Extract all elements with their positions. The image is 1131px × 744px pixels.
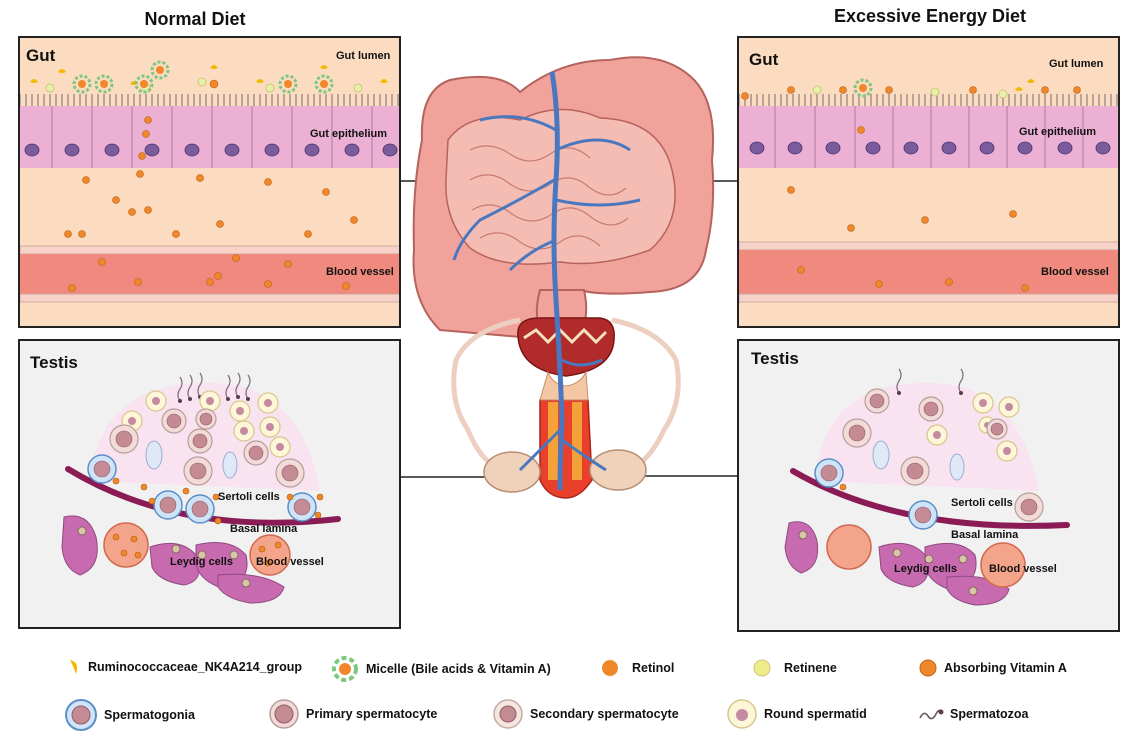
secondary-spermatocyte-icon bbox=[493, 699, 523, 729]
legend-label: Retinene bbox=[784, 661, 837, 675]
leydig-cells-label: Leydig cells bbox=[170, 556, 233, 568]
sertoli-cells-label: Sertoli cells bbox=[951, 497, 1013, 509]
gut-epithelium-label: Gut epithelium bbox=[310, 128, 387, 140]
legend-label: Primary spermatocyte bbox=[306, 707, 438, 721]
micelle-icon bbox=[332, 656, 358, 682]
spermatozoa-icon bbox=[919, 709, 944, 720]
legend-label: Retinol bbox=[632, 661, 675, 675]
legend-label: Secondary spermatocyte bbox=[530, 707, 679, 721]
basal-lamina-label: Basal lamina bbox=[951, 529, 1019, 541]
excessive-diet-title: Excessive Energy Diet bbox=[833, 6, 1027, 26]
testis-normal-illustration bbox=[61, 372, 341, 604]
legend-item-bacteria: Ruminococcaceae_NK4A214_group bbox=[66, 658, 302, 676]
legend-label: Micelle (Bile acids & Vitamin A) bbox=[366, 662, 551, 676]
legend-item-micelle: Micelle (Bile acids & Vitamin A) bbox=[330, 654, 551, 684]
blood-vessel-label: Blood vessel bbox=[989, 563, 1057, 575]
legend-label: Ruminococcaceae_NK4A214_group bbox=[88, 660, 302, 674]
legend-item-spermatozoa: Spermatozoa bbox=[918, 704, 1029, 724]
legend-label: Spermatozoa bbox=[950, 707, 1029, 721]
round-spermatid-icon bbox=[727, 699, 757, 729]
blood-vessel-label: Blood vessel bbox=[326, 266, 394, 278]
legend-item-primary-spermatocyte: Primary spermatocyte bbox=[268, 698, 437, 730]
gut-panel-normal: Gut Gut lumen Gut epithelium Blood vesse… bbox=[18, 36, 401, 328]
absorbing-vitamin-a-icon bbox=[919, 659, 937, 677]
testis-normal-title: Testis bbox=[30, 353, 78, 372]
leydig-cells-label: Leydig cells bbox=[894, 563, 957, 575]
gut-excessive-title: Gut bbox=[749, 50, 779, 69]
spermatogonia-icon bbox=[65, 699, 97, 731]
primary-spermatocyte-icon bbox=[269, 699, 299, 729]
blood-vessel-label: Blood vessel bbox=[256, 556, 324, 568]
legend-item-round-spermatid: Round spermatid bbox=[726, 698, 867, 730]
gut-panel-excessive: Gut Gut lumen Gut epithelium Blood vesse… bbox=[737, 36, 1120, 328]
testis-panel-normal: Testis Sertoli cells Basal lamina Leydig… bbox=[18, 339, 401, 629]
legend-item-secondary-spermatocyte: Secondary spermatocyte bbox=[492, 698, 679, 730]
legend-item-spermatogonia: Spermatogonia bbox=[64, 698, 195, 732]
blood-vessel-label: Blood vessel bbox=[1041, 266, 1109, 278]
retinol-icon bbox=[602, 660, 618, 676]
legend-item-retinol: Retinol bbox=[600, 658, 674, 678]
gut-lumen-label: Gut lumen bbox=[336, 50, 391, 62]
gut-normal-title: Gut bbox=[26, 46, 56, 65]
basal-lamina-label: Basal lamina bbox=[230, 523, 298, 535]
testis-panel-excessive: Testis Sertoli cells Basal lamina Leydig… bbox=[737, 339, 1120, 632]
bacteria-icon bbox=[70, 660, 78, 674]
legend-label: Absorbing Vitamin A bbox=[944, 661, 1067, 675]
gut-normal-illustration bbox=[20, 60, 399, 303]
testis-excessive-illustration bbox=[784, 368, 1070, 606]
legend-item-retinene: Retinene bbox=[752, 658, 837, 678]
retinene-icon bbox=[753, 659, 771, 677]
legend-label: Spermatogonia bbox=[104, 708, 195, 722]
normal-diet-title: Normal Diet bbox=[144, 9, 246, 29]
sertoli-cells-label: Sertoli cells bbox=[218, 491, 280, 503]
gut-excessive-illustration bbox=[739, 78, 1118, 303]
gut-lumen-label: Gut lumen bbox=[1049, 58, 1104, 70]
legend-label: Round spermatid bbox=[764, 707, 867, 721]
testis-excessive-title: Testis bbox=[751, 349, 799, 368]
gut-epithelium-label: Gut epithelium bbox=[1019, 126, 1096, 138]
legend-item-absorbing: Absorbing Vitamin A bbox=[918, 658, 1067, 678]
